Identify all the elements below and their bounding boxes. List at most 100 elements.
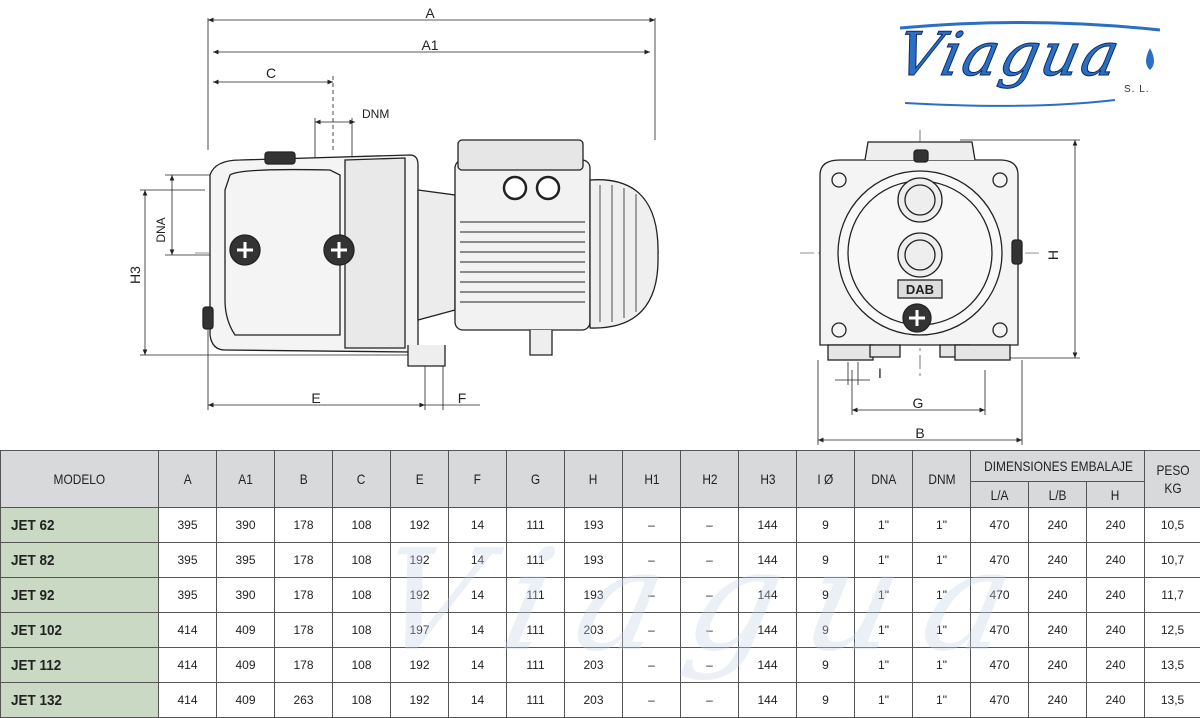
table-cell: 1" xyxy=(855,683,913,718)
table-cell: 1" xyxy=(855,578,913,613)
table-cell: 1" xyxy=(913,613,971,648)
table-cell: – xyxy=(681,683,739,718)
table-cell: 240 xyxy=(1029,613,1087,648)
table-cell: 193 xyxy=(565,578,623,613)
table-cell: 395 xyxy=(159,543,217,578)
table-cell: 9 xyxy=(797,508,855,543)
table-cell: 178 xyxy=(275,508,333,543)
table-cell: – xyxy=(681,543,739,578)
header-h3: H3 xyxy=(739,451,797,508)
table-cell: 240 xyxy=(1087,683,1145,718)
header-e: E xyxy=(391,451,449,508)
table-cell: 470 xyxy=(971,648,1029,683)
table-cell: 111 xyxy=(507,648,565,683)
table-cell: 10,5 xyxy=(1145,508,1200,543)
model-cell: JET 112 xyxy=(1,648,159,683)
table-cell: 1" xyxy=(913,543,971,578)
table-cell: 409 xyxy=(217,613,275,648)
table-cell: 240 xyxy=(1029,648,1087,683)
header-dnm: DNM xyxy=(913,451,971,508)
table-cell: 192 xyxy=(391,578,449,613)
table-cell: 12,5 xyxy=(1145,613,1200,648)
table-cell: 240 xyxy=(1087,543,1145,578)
table-cell: 203 xyxy=(565,648,623,683)
table-cell: – xyxy=(623,648,681,683)
table-cell: 108 xyxy=(333,613,391,648)
table-cell: 414 xyxy=(159,683,217,718)
table-cell: 203 xyxy=(565,683,623,718)
label-i: I xyxy=(878,365,882,381)
table-cell: 193 xyxy=(565,543,623,578)
table-cell: 1" xyxy=(855,508,913,543)
table-cell: 240 xyxy=(1029,508,1087,543)
label-h: H xyxy=(1045,250,1061,260)
table-cell: 240 xyxy=(1087,648,1145,683)
table-cell: 240 xyxy=(1029,543,1087,578)
table-cell: 13,5 xyxy=(1145,683,1200,718)
table-cell: 470 xyxy=(971,613,1029,648)
table-cell: 178 xyxy=(275,543,333,578)
table-cell: 144 xyxy=(739,613,797,648)
model-cell: JET 82 xyxy=(1,543,159,578)
table-cell: 192 xyxy=(391,543,449,578)
table-cell: 108 xyxy=(333,543,391,578)
label-a: A xyxy=(425,5,435,21)
header-la: L/A xyxy=(971,482,1029,508)
table-cell: 144 xyxy=(739,648,797,683)
header-embalaje: DIMENSIONES EMBALAJE xyxy=(971,451,1145,482)
table-cell: 9 xyxy=(797,543,855,578)
table-cell: 197 xyxy=(391,613,449,648)
table-cell: 11,7 xyxy=(1145,578,1200,613)
table-cell: 240 xyxy=(1029,683,1087,718)
table-cell: 1" xyxy=(855,613,913,648)
model-cell: JET 62 xyxy=(1,508,159,543)
table-cell: 144 xyxy=(739,683,797,718)
table-cell: 414 xyxy=(159,648,217,683)
header-peso: PESO KG xyxy=(1145,451,1200,508)
label-e: E xyxy=(311,390,320,406)
table-cell: 144 xyxy=(739,508,797,543)
table-cell: – xyxy=(623,508,681,543)
table-cell: 240 xyxy=(1087,613,1145,648)
table-cell: 111 xyxy=(507,683,565,718)
table-cell: 178 xyxy=(275,578,333,613)
table-cell: 144 xyxy=(739,543,797,578)
table-cell: – xyxy=(623,613,681,648)
label-c: C xyxy=(266,65,276,81)
table-cell: 14 xyxy=(449,648,507,683)
table-cell: – xyxy=(681,578,739,613)
specs-table: MODELO A A1 B C E F G H H1 H2 H3 I Ø DNA… xyxy=(0,450,1200,718)
model-cell: JET 102 xyxy=(1,613,159,648)
header-b: B xyxy=(275,451,333,508)
header-a: A xyxy=(159,451,217,508)
table-cell: 470 xyxy=(971,543,1029,578)
table-cell: 240 xyxy=(1087,578,1145,613)
header-modelo: MODELO xyxy=(1,451,159,508)
table-cell: 192 xyxy=(391,648,449,683)
table-cell: 240 xyxy=(1029,578,1087,613)
table-cell: 395 xyxy=(159,578,217,613)
model-cell: JET 92 xyxy=(1,578,159,613)
table-cell: 1" xyxy=(913,508,971,543)
pump-brand-label: DAB xyxy=(906,282,934,297)
table-cell: 178 xyxy=(275,648,333,683)
table-cell: 10,7 xyxy=(1145,543,1200,578)
table-cell: 111 xyxy=(507,613,565,648)
table-cell: – xyxy=(681,613,739,648)
table-cell: 111 xyxy=(507,508,565,543)
table-cell: – xyxy=(681,508,739,543)
table-cell: 14 xyxy=(449,613,507,648)
table-cell: 1" xyxy=(913,683,971,718)
header-f: F xyxy=(449,451,507,508)
label-g: G xyxy=(913,395,924,411)
label-dna: DNA xyxy=(154,217,168,242)
label-h3: H3 xyxy=(127,266,143,284)
table-cell: 178 xyxy=(275,613,333,648)
table-cell: 14 xyxy=(449,508,507,543)
table-cell: 108 xyxy=(333,683,391,718)
header-dna: DNA xyxy=(855,451,913,508)
table-cell: 9 xyxy=(797,578,855,613)
viagua-logo: Viagua S. L. xyxy=(880,8,1180,118)
